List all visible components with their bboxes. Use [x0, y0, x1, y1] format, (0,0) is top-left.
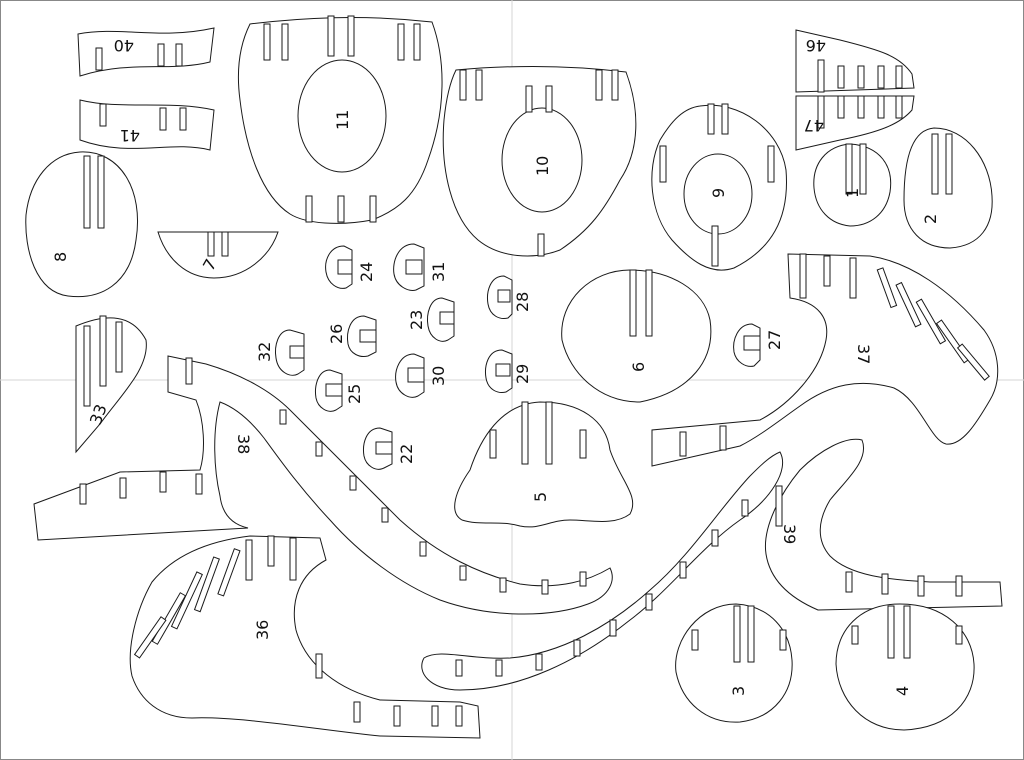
part-47[interactable]: 47 — [795, 95, 915, 151]
part-label: 11 — [333, 110, 352, 130]
part-22[interactable]: 22 — [363, 427, 416, 470]
part-2[interactable]: 2 — [903, 127, 993, 249]
part-label: 1 — [843, 188, 862, 198]
part-39[interactable]: 39 — [764, 438, 1003, 611]
part-11[interactable]: 11 — [237, 15, 443, 224]
part-label: 29 — [513, 364, 532, 384]
part-41[interactable]: 41 — [79, 99, 215, 151]
part-label: 22 — [397, 444, 416, 464]
part-7[interactable]: 7 — [157, 231, 279, 279]
part-4[interactable]: 4 — [835, 603, 975, 731]
part-label: 37 — [854, 344, 873, 364]
part-label: 41 — [120, 126, 140, 145]
part-24[interactable]: 24 — [325, 245, 376, 289]
part-9[interactable]: 9 — [651, 103, 788, 271]
part-38[interactable]: 38 — [33, 355, 613, 615]
part-label: 47 — [804, 116, 824, 135]
part-31[interactable]: 31 — [393, 243, 448, 291]
part-29[interactable]: 29 — [485, 349, 532, 393]
part-3[interactable]: 3 — [675, 603, 793, 723]
part-label: 23 — [407, 310, 426, 330]
part-label: 28 — [513, 292, 532, 312]
part-32[interactable]: 32 — [255, 329, 305, 376]
part-label: 24 — [357, 262, 376, 282]
part-46[interactable]: 46 — [795, 29, 915, 93]
part-label: 25 — [345, 384, 364, 404]
part-23[interactable]: 23 — [407, 297, 455, 342]
part-label: 2 — [921, 214, 940, 224]
part-33[interactable]: 33 — [75, 315, 147, 454]
part-26[interactable]: 26 — [327, 315, 377, 357]
part-spine-strip[interactable] — [421, 451, 784, 691]
part-label: 3 — [729, 686, 748, 696]
part-25[interactable]: 25 — [315, 369, 364, 412]
part-36[interactable]: 36 — [129, 535, 481, 739]
part-label: 6 — [629, 362, 648, 372]
part-label: 5 — [531, 492, 550, 502]
part-37[interactable]: 37 — [651, 253, 999, 467]
part-5[interactable]: 5 — [454, 401, 634, 528]
part-label: 46 — [806, 36, 826, 55]
part-28[interactable]: 28 — [487, 275, 532, 319]
part-label: 32 — [255, 342, 274, 362]
part-30[interactable]: 30 — [395, 353, 448, 398]
part-label: 40 — [114, 36, 134, 55]
part-label: 8 — [51, 252, 70, 262]
part-label: 26 — [327, 324, 346, 344]
part-10[interactable]: 10 — [442, 66, 637, 257]
part-40[interactable]: 40 — [77, 27, 215, 77]
part-label: 31 — [429, 262, 448, 282]
part-label: 9 — [709, 188, 728, 198]
part-label: 30 — [429, 366, 448, 386]
part-27[interactable]: 27 — [733, 323, 784, 367]
part-label: 4 — [893, 686, 912, 696]
part-label: 39 — [780, 524, 799, 544]
part-8[interactable]: 8 — [25, 151, 138, 298]
part-6[interactable]: 6 — [561, 269, 712, 403]
part-label: 36 — [253, 620, 272, 640]
part-label: 27 — [765, 330, 784, 350]
part-1[interactable]: 1 — [813, 143, 892, 227]
part-label: 10 — [533, 156, 552, 176]
part-label: 38 — [234, 434, 253, 454]
